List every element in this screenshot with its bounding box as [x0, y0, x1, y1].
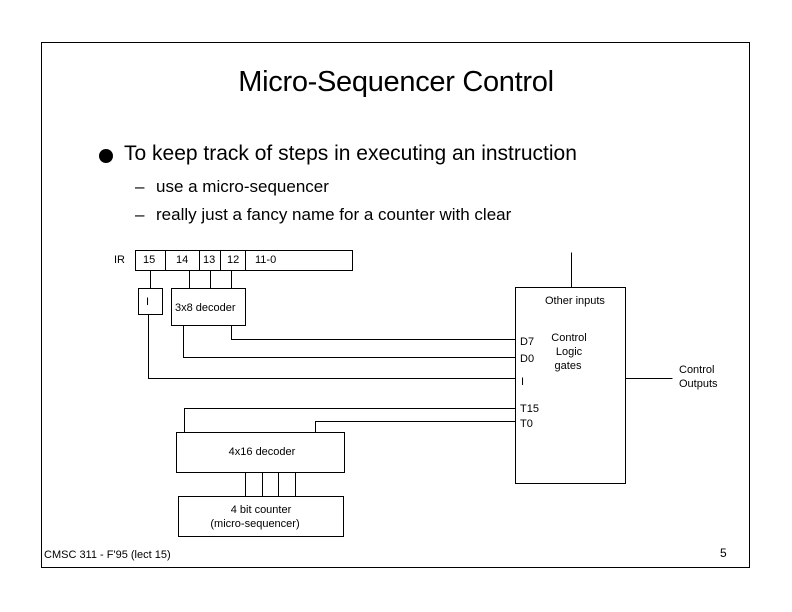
- ir-field: 12: [227, 254, 239, 266]
- outputs-label: Outputs: [679, 378, 718, 390]
- dash-icon: –: [135, 177, 145, 196]
- wire-i: [148, 314, 516, 379]
- ir-register: [135, 250, 353, 271]
- slide-frame: [41, 42, 750, 568]
- bullet-text: To keep track of steps in executing an i…: [124, 142, 577, 165]
- bullet-icon: [99, 149, 113, 163]
- logic-label: Control: [551, 332, 586, 344]
- wire-d7: [231, 325, 516, 340]
- subbullet-2: really just a fancy name for a counter w…: [156, 205, 512, 224]
- decoder-3x8-label: 3x8 decoder: [175, 302, 236, 314]
- logic-label: gates: [555, 360, 582, 372]
- wire-d0: [183, 325, 516, 358]
- pin-i: I: [521, 376, 524, 388]
- ir-label: IR: [114, 254, 125, 266]
- subbullet-1: use a micro-sequencer: [156, 177, 329, 196]
- footer-course: CMSC 311 - F'95 (lect 15): [44, 549, 171, 561]
- slide-title: Micro-Sequencer Control: [238, 66, 554, 98]
- ir-field: 15: [143, 254, 155, 266]
- i-box-label: I: [146, 296, 149, 308]
- page-number: 5: [720, 546, 727, 560]
- pin-d0: D0: [520, 353, 534, 365]
- ir-field: 13: [203, 254, 215, 266]
- wire-t0: [315, 421, 516, 433]
- pin-t15: T15: [520, 403, 539, 415]
- ir-field: 11-0: [255, 254, 276, 266]
- decoder-4x16-label: 4x16 decoder: [229, 446, 296, 458]
- decoder-4x16-box: [176, 432, 345, 473]
- ir-field: 14: [176, 254, 188, 266]
- logic-label: Logic: [556, 346, 583, 358]
- decoder-3x8-box: [171, 288, 246, 326]
- outputs-label: Control: [679, 364, 714, 376]
- i-box: [138, 288, 163, 315]
- pin-t0: T0: [520, 418, 533, 430]
- counter-label: 4 bit counter: [231, 504, 292, 516]
- counter-label: (micro-sequencer): [210, 518, 299, 530]
- wire-t15: [184, 408, 516, 433]
- dash-icon: –: [135, 205, 145, 224]
- control-logic-box: [515, 287, 626, 484]
- pin-d7: D7: [520, 336, 534, 348]
- counter-box: [178, 496, 344, 537]
- other-inputs-label: Other inputs: [545, 295, 605, 307]
